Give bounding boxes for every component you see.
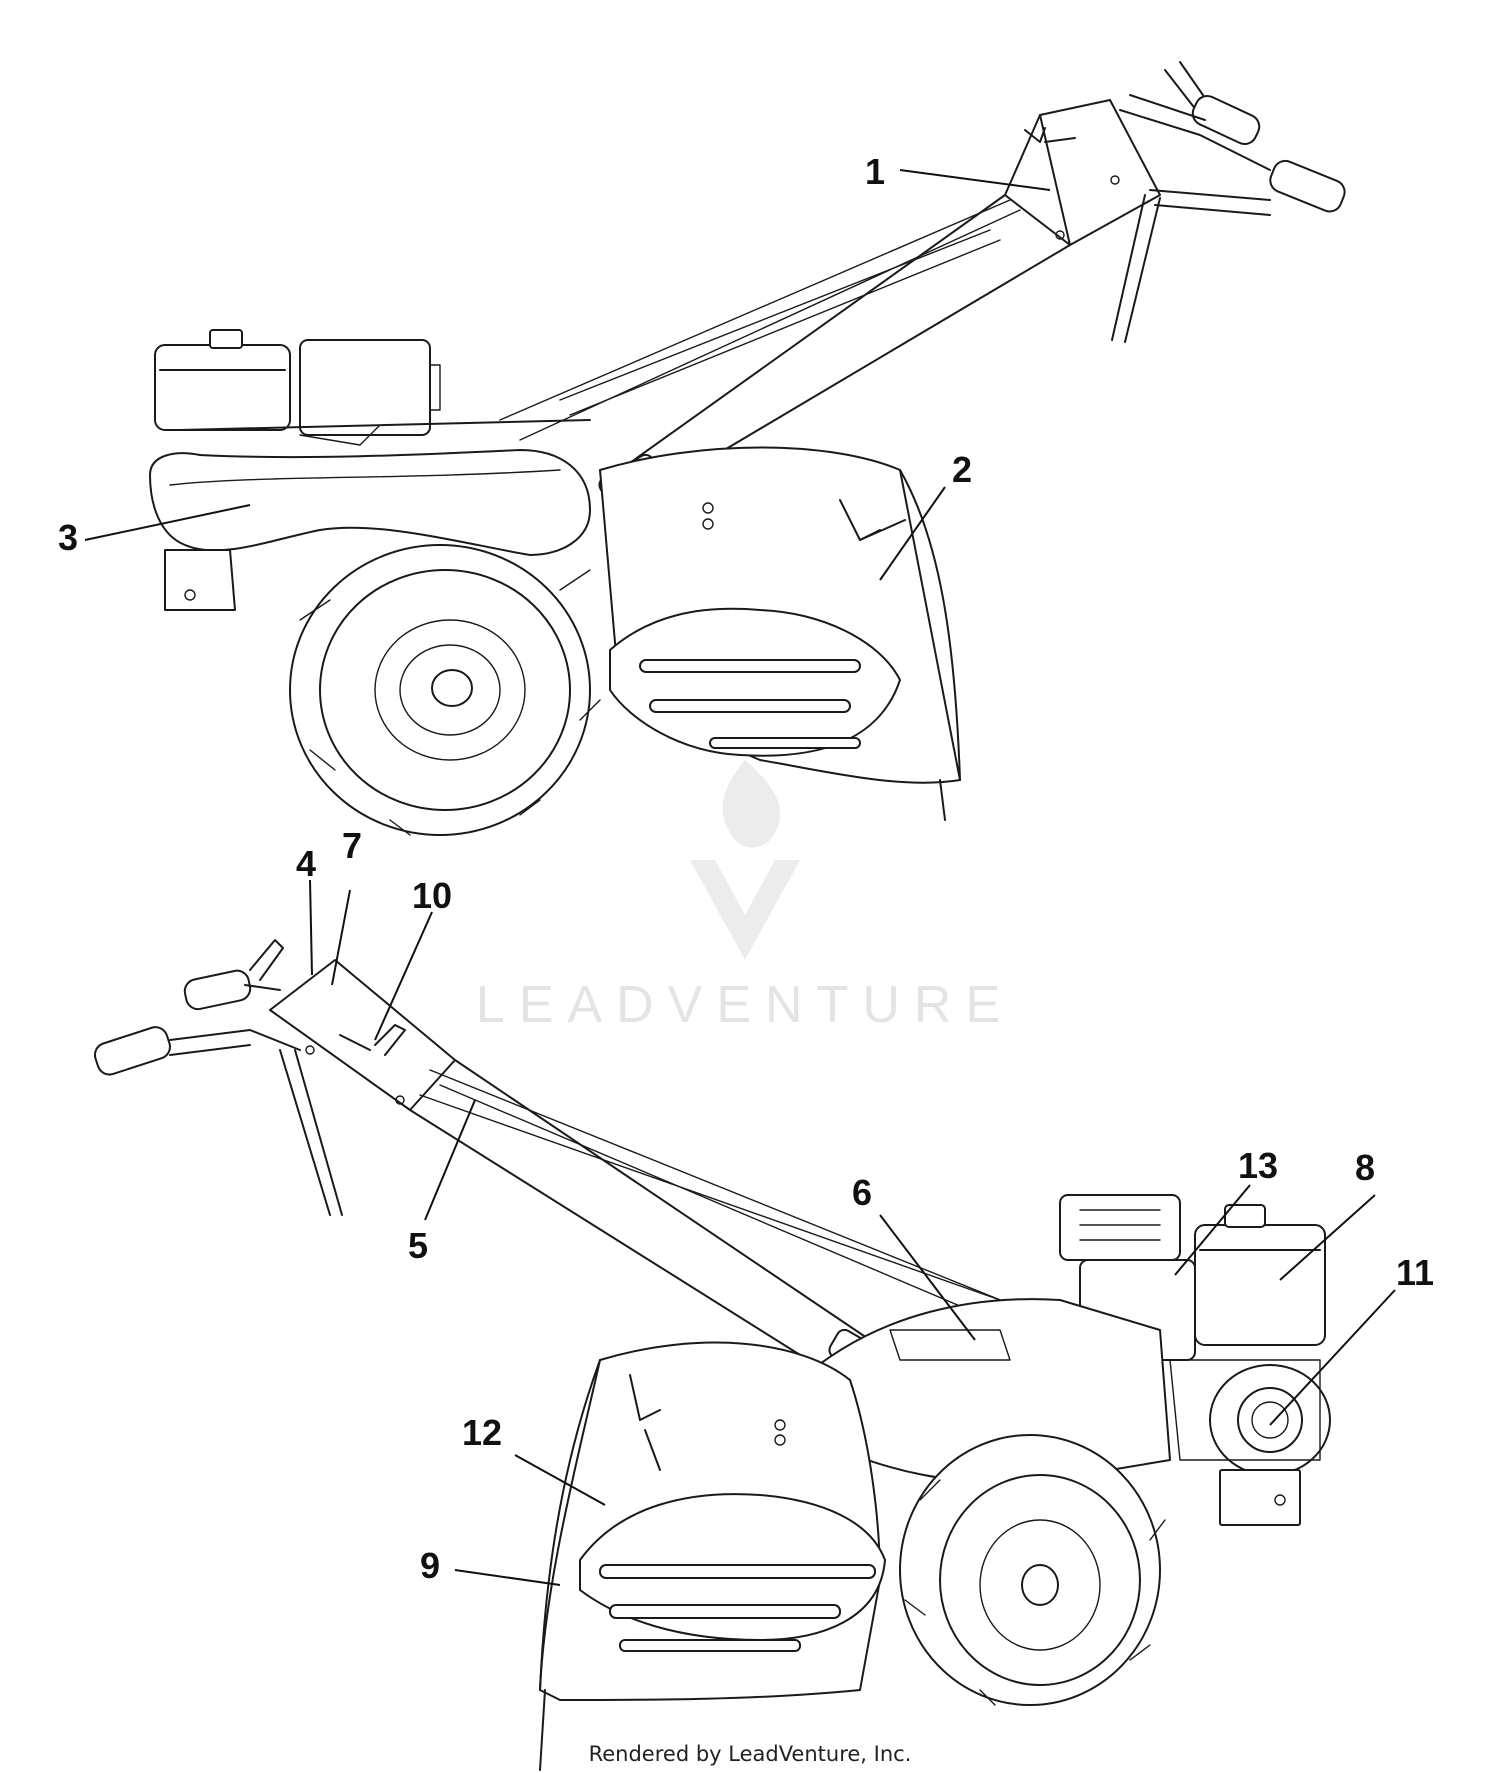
watermark-text: LEADVENTURE (476, 976, 1014, 1034)
callout-7: 7 (342, 825, 362, 866)
top-depth-bracket (164, 549, 236, 611)
callout-13: 13 (1238, 1145, 1278, 1186)
callout-1: 1 (865, 151, 885, 192)
watermark: LEADVENTURE (476, 760, 1014, 1034)
top-handlebar (1111, 61, 1346, 343)
bottom-tiller (93, 939, 1331, 1771)
callout-10: 10 (412, 875, 452, 916)
callout-3: 3 (58, 517, 78, 558)
top-tine-hood (599, 446, 961, 821)
bottom-handlebar (93, 939, 343, 1216)
callout-labels: 1 2 3 4 7 10 5 6 13 8 11 12 9 (58, 151, 1434, 1586)
top-tiller (149, 61, 1346, 836)
callout-5: 5 (408, 1225, 428, 1266)
callout-12: 12 (462, 1412, 502, 1453)
callout-2: 2 (952, 449, 972, 490)
watermark-v-icon (690, 860, 800, 960)
bottom-wheel (899, 1434, 1166, 1706)
watermark-flame-icon (722, 760, 781, 848)
footer-credit: Rendered by LeadVenture, Inc. (588, 1742, 912, 1766)
top-handle-tubes (499, 99, 1161, 507)
callout-4: 4 (296, 843, 316, 884)
top-fender (149, 449, 591, 556)
callout-9: 9 (420, 1545, 440, 1586)
callout-11: 11 (1396, 1252, 1434, 1293)
bottom-frame (799, 1298, 1301, 1526)
bottom-tine-hood (539, 1341, 886, 1771)
top-wheel (289, 544, 601, 836)
callout-6: 6 (852, 1172, 872, 1213)
leader-lines (84, 169, 1396, 1586)
top-engine (154, 329, 591, 446)
callout-8: 8 (1355, 1147, 1375, 1188)
